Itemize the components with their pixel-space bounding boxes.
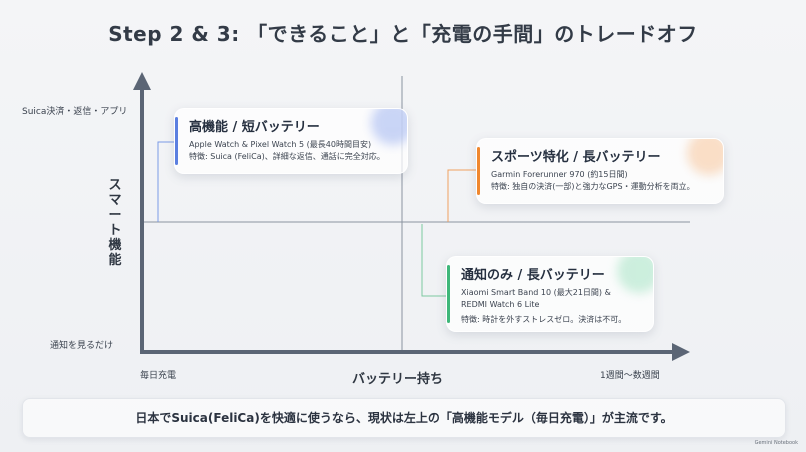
x-right-tick: 1週間〜数週間 [600, 371, 660, 381]
card-model-line: Apple Watch & Pixel Watch 5 (最長40時間目安) [189, 140, 372, 149]
y-axis-label-char: ト [108, 223, 122, 238]
y-axis-label-char: マ [108, 193, 122, 208]
card-glow [371, 109, 407, 145]
card-accent-bar [447, 265, 450, 323]
x-axis-arrow [672, 343, 690, 361]
card-model-line: REDMI Watch 6 Lite [461, 300, 540, 309]
card-model-line: Xiaomi Smart Band 10 (最大21日間) & [461, 288, 611, 297]
connector-top-left [157, 141, 174, 222]
x-left-tick: 毎日充電 [140, 371, 177, 381]
x-axis-label: バッテリー持ち [352, 372, 444, 387]
y-axis-arrow [133, 72, 151, 90]
y-top-tick: Suica決済・返信・アプリ [22, 107, 128, 117]
y-axis-label-char: ー [108, 208, 122, 223]
card-glow [687, 139, 723, 175]
card-feature-line: 特徴: Suica (FeliCa)、詳細な返信、通話に完全対応。 [189, 152, 385, 161]
card-glow [617, 257, 653, 293]
card-accent-bar [175, 117, 178, 165]
card-sports: スポーツ特化 / 長バッテリー Garmin Forerunner 970 (約… [476, 138, 724, 204]
card-accent-bar [477, 147, 480, 195]
connector-top-right [447, 169, 476, 222]
card-title: スポーツ特化 / 長バッテリー [491, 150, 661, 165]
y-axis-label-char: ス [108, 178, 122, 193]
footer-brand: Gemini Notebook [754, 440, 798, 446]
card-feature-line: 特徴: 時計を外すストレスゼロ。決済は不可。 [461, 315, 627, 324]
card-model-line: Garmin Forerunner 970 (約15日間) [491, 170, 628, 179]
y-axis-label-char: 能 [108, 253, 122, 268]
summary-banner: 日本でSuica(FeliCa)を快適に使うなら、現状は左上の「高機能モデル（毎… [22, 398, 786, 438]
card-title: 高機能 / 短バッテリー [189, 120, 320, 135]
card-feature-line: 特徴: 独自の決済(一部)と強力なGPS・運動分析を両立。 [491, 182, 695, 191]
card-notification-only: 通知のみ / 長バッテリー Xiaomi Smart Band 10 (最大21… [446, 256, 654, 332]
connector-bottom-right [421, 224, 446, 297]
y-bottom-tick: 通知を見るだけ [50, 341, 114, 351]
card-high-function: 高機能 / 短バッテリー Apple Watch & Pixel Watch 5… [174, 108, 408, 174]
y-axis-label: ス マ ー ト 機 能 [106, 178, 124, 268]
page-title: Step 2 & 3: 「できること」と「充電の手間」のトレードオフ [108, 22, 698, 46]
card-title: 通知のみ / 長バッテリー [461, 268, 605, 283]
y-axis-label-char: 機 [108, 238, 122, 253]
